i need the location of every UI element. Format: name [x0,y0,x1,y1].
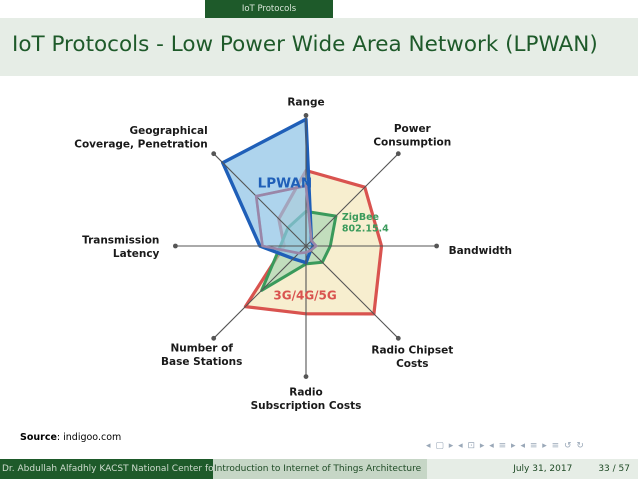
axis-end-dot-7 [211,151,217,157]
axis-label-7-line-1: Coverage, Penetration [74,139,207,151]
axis-line-7 [213,153,307,247]
title-bar: IoT Protocols - Low Power Wide Area Netw… [0,18,638,76]
series-wifi-outline [254,184,318,255]
slide-title: IoT Protocols - Low Power Wide Area Netw… [12,32,598,57]
footer-course: Introduction to Internet of Things Archi… [213,459,427,479]
axis-label-5-line-1: Base Stations [161,356,242,368]
series-label-cellular: 3G/4G/5G [273,289,336,303]
series-label-zigbee-line-0: ZigBee [342,212,379,223]
footer-meta: July 31, 2017 33 / 57 [427,459,638,479]
source-label: Source [20,432,57,443]
axis-line-1 [305,153,399,247]
axis-end-dot-5 [211,335,217,341]
axis-label-5: Number of Base Stations [161,342,242,368]
axis-label-7-line-0: Geographical [129,125,207,137]
top-navigation-bar: IoT Protocols [0,0,638,18]
axis-end-dot-4 [303,374,309,379]
axis-label-3-line-0: Radio Chipset [371,344,453,356]
top-bar-left [0,0,205,18]
axis-label-5-line-0: Number of [170,342,233,354]
axis-label-3-line-1: Costs [396,358,428,370]
axis-label-1-line-0: Power [394,123,432,135]
axis-label-4-line-0: Radio [289,387,323,399]
axis-label-6-line-0: Transmission [82,234,159,246]
axis-end-dot-2 [434,243,439,249]
footer-date: July 31, 2017 [513,464,573,474]
series-label-cellular-line-0: 3G/4G/5G [273,289,336,303]
series-label-lpwan: LPWAN [258,176,313,192]
axis-label-0-line-0: Range [287,96,324,108]
beamer-navigation-icons[interactable]: ◂ ▢ ▸ ◂ ⊡ ▸ ◂ ≡ ▸ ◂ ≡ ▸ ≡ ↺ ↻ [426,441,585,451]
footer-page-number: 33 / 57 [598,464,630,474]
axis-line-3 [305,245,399,339]
axis-line-5 [213,245,307,339]
source-note: Source: indigoo.com [20,432,121,443]
axis-label-1-line-1: Consumption [373,137,451,149]
series-label-lpwan-line-0: LPWAN [258,176,313,192]
axis-label-2: Bandwidth [449,245,512,257]
axis-label-6-line-1: Latency [113,248,160,260]
axis-end-dot-6 [173,243,178,249]
section-tab[interactable]: IoT Protocols [205,0,333,18]
footer-bar: Dr. Abdullah Alfadhly KACST National Cen… [0,459,638,479]
axis-end-dot-1 [395,151,401,157]
source-text: : indigoo.com [56,432,122,443]
axis-end-dot-0 [303,113,309,118]
footer-author: Dr. Abdullah Alfadhly KACST National Cen… [0,459,213,479]
axis-label-0: Range [287,96,324,108]
series-label-zigbee-line-1: 802.15.4 [342,224,389,235]
axis-end-dot-3 [395,335,401,341]
top-bar-right [333,0,638,18]
axis-label-4-line-1: Subscription Costs [251,400,362,412]
axis-label-2-line-0: Bandwidth [449,245,512,257]
